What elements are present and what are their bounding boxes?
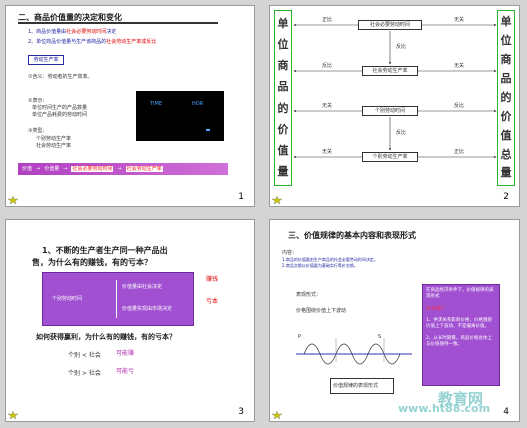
label-v2: 反比 bbox=[396, 130, 407, 136]
slide-4[interactable]: 三、价值规律的基本内容和表现形式 内容： 1.商品的价值量由生产商品的社会必要劳… bbox=[269, 219, 520, 422]
box-social-productivity: 社会劳动生产率 bbox=[362, 66, 418, 76]
bottom-note-box: 价值规律的表现形式 bbox=[330, 378, 394, 394]
bar-seg-2: 价值量 bbox=[44, 166, 60, 172]
right-char: 值 bbox=[500, 128, 512, 142]
chart-label-s: S bbox=[378, 334, 382, 340]
screen-mark bbox=[206, 129, 210, 131]
form-label: 表现形式： bbox=[296, 292, 322, 298]
bar-seg-4: 社会劳动生产率 bbox=[125, 166, 163, 172]
question-1: 1、不断的生产者生产同一种产品出 bbox=[42, 246, 168, 255]
slide-1[interactable]: 二、商品价值量的决定和变化 1、商品价值量由社会必要劳动时间决定 2、单位商品价… bbox=[5, 5, 255, 207]
left-char: 的 bbox=[277, 101, 289, 115]
label-row2-right: 无关 bbox=[454, 63, 465, 69]
line-2: 2、单位商品价值量与生产该商品的社会劳动生产率成反比 bbox=[28, 39, 157, 45]
page-number: 4 bbox=[503, 407, 509, 417]
bottom-note-text: 价值规律的表现形式 bbox=[333, 383, 379, 389]
purple-note-panel: 在商品经济条件下，价值规律的表现形式 什么样？ 1、供求关系影响价格，价格围绕价… bbox=[422, 284, 500, 386]
question-1b: 售，为什么有的赚钱，有的亏本？ bbox=[32, 258, 152, 267]
label-row2-left: 反比 bbox=[322, 63, 333, 69]
page-number: 2 bbox=[503, 192, 509, 202]
left-char: 品 bbox=[277, 80, 289, 94]
center-label: 个别劳动时间 bbox=[52, 296, 83, 302]
type-b: 社会劳动生产率 bbox=[36, 143, 72, 149]
label-row3-left: 无关 bbox=[322, 103, 333, 109]
note-2: 2、从长时期看，商品价格总体上与价值保持一致。 bbox=[426, 336, 492, 347]
right-char: 品 bbox=[500, 72, 512, 86]
left-vertical-title: 单位商品的价值量 bbox=[274, 10, 292, 186]
note-title: 在商品经济条件下，价值规律的表现形式 bbox=[426, 288, 494, 299]
summary-bar: 价值 → 价值量 → 社会必要劳动时间 → 社会劳动生产率 bbox=[18, 163, 228, 175]
measure-b: 单位产品耗费的劳动时间 bbox=[32, 112, 88, 118]
page-number: 1 bbox=[238, 192, 244, 202]
label-row4-right: 正比 bbox=[454, 149, 465, 155]
page-number: 3 bbox=[238, 407, 244, 417]
row1-left: 个别 < 社会 bbox=[68, 352, 101, 359]
row2-right: 可能亏 bbox=[116, 368, 135, 375]
slide-3[interactable]: 1、不断的生产者生产同一种产品出 售，为什么有的赚钱，有的亏本？ 个别劳动时间 … bbox=[5, 219, 255, 422]
type-a: 个别劳动生产率 bbox=[36, 136, 72, 142]
right-char: 总 bbox=[500, 147, 512, 161]
book-star-icon bbox=[8, 411, 18, 419]
bar-seg-1: 价值 bbox=[22, 166, 33, 172]
type-label: ③类型： bbox=[28, 128, 48, 134]
left-char: 单 bbox=[277, 16, 289, 30]
line-1: 1、商品价值量由社会必要劳动时间决定 bbox=[28, 29, 117, 35]
box-individual-productivity: 个别劳动生产率 bbox=[362, 152, 418, 162]
left-char: 位 bbox=[277, 37, 289, 51]
screen-text-1: TIME bbox=[150, 101, 163, 107]
row1-right: 可能赚 bbox=[116, 350, 135, 357]
watermark-url: www.ht88.com bbox=[398, 402, 491, 415]
label-row3-right: 反比 bbox=[454, 103, 465, 109]
note-red: 什么样？ bbox=[426, 306, 447, 312]
right-char: 位 bbox=[500, 34, 512, 48]
box-individual-time: 个别劳动时间 bbox=[362, 106, 418, 116]
label-v1: 反比 bbox=[396, 44, 407, 50]
definition-text: ①含义：劳动者的生产效率。 bbox=[28, 74, 93, 80]
label-row4-left: 无关 bbox=[322, 149, 333, 155]
right-char: 量 bbox=[500, 166, 512, 180]
question-2: 如何获得赢利，为什么有的赚钱，有的亏本？ bbox=[36, 333, 176, 341]
screen-text-2: HOR bbox=[192, 101, 204, 107]
productivity-box: 劳动生产率 bbox=[28, 55, 64, 65]
book-star-icon bbox=[272, 196, 282, 204]
content-1: 1.商品的价值量由生产商品的社会必要劳动时间决定。 bbox=[282, 257, 378, 262]
left-char: 商 bbox=[277, 59, 289, 73]
note-1: 1、供求关系影响价格，价格围绕价值上下波动，不是偏离价值。 bbox=[426, 318, 492, 329]
price-wave-chart bbox=[296, 338, 412, 365]
slide-2[interactable]: 单位商品的价值量 单位商品的价值总量 社会必要劳动时间 社会劳动生产率 个别劳动… bbox=[269, 5, 520, 207]
content-2: 2.商品交换以价值量为基础实行等价交换。 bbox=[282, 263, 358, 268]
left-char: 量 bbox=[277, 165, 289, 179]
right-char: 单 bbox=[500, 15, 512, 29]
heading-underline bbox=[18, 22, 218, 24]
measure-label: ②表示： bbox=[28, 98, 48, 104]
box-social-time: 社会必要劳动时间 bbox=[358, 20, 422, 30]
label-row1-left: 正比 bbox=[322, 17, 333, 23]
watermark-cn: 教育网 bbox=[438, 390, 484, 408]
right-top: 价值量由社会决定 bbox=[122, 284, 163, 290]
purple-panel bbox=[42, 272, 194, 326]
side-earn: 赚钱 bbox=[206, 276, 219, 283]
book-star-icon bbox=[8, 196, 18, 204]
right-vertical-title: 单位商品的价值总量 bbox=[497, 10, 515, 186]
black-screen-image: TIME HOR bbox=[136, 91, 224, 141]
right-char: 价 bbox=[500, 109, 512, 123]
relation-arrows bbox=[293, 23, 497, 159]
left-char: 价 bbox=[277, 122, 289, 136]
right-char: 商 bbox=[500, 53, 512, 67]
side-loss: 亏本 bbox=[206, 298, 219, 305]
right-char: 的 bbox=[500, 90, 512, 104]
row2-left: 个别 > 社会 bbox=[68, 370, 101, 377]
content-label: 内容： bbox=[282, 250, 298, 256]
slide-4-heading: 三、价值规律的基本内容和表现形式 bbox=[288, 231, 416, 240]
bar-seg-3: 社会必要劳动时间 bbox=[71, 166, 114, 172]
brace bbox=[116, 280, 119, 318]
right-bottom: 价值量实现由市场决定 bbox=[122, 306, 173, 312]
label-row1-right: 无关 bbox=[454, 17, 465, 23]
left-char: 值 bbox=[277, 144, 289, 158]
form-text: 价格围绕价值上下波动 bbox=[296, 308, 347, 314]
measure-a: 单位时间生产的产品数量 bbox=[32, 105, 88, 111]
book-star-icon bbox=[272, 411, 282, 419]
slide-1-heading: 二、商品价值量的决定和变化 bbox=[18, 13, 122, 22]
chart-label-p: P bbox=[298, 334, 302, 340]
